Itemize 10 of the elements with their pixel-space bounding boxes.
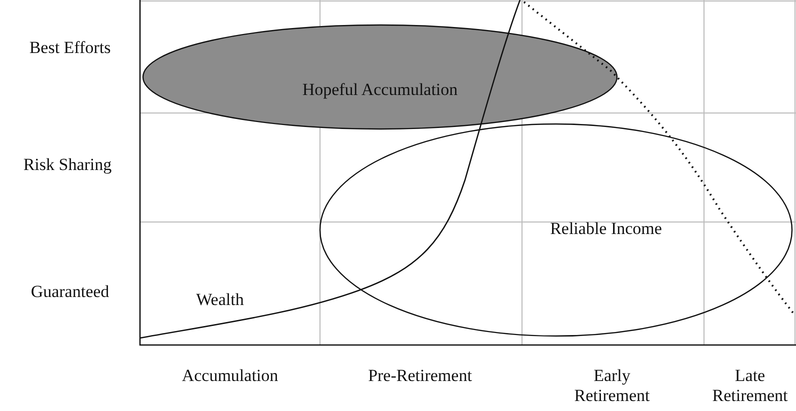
region-label: Reliable Income — [549, 219, 663, 239]
axis-label: Accumulation — [180, 366, 280, 386]
region-label: Hopeful Accumulation — [301, 80, 459, 100]
axis-label: Risk Sharing — [22, 155, 113, 175]
axis-label: Guaranteed — [30, 282, 110, 302]
axis-label: Best Efforts — [28, 38, 112, 58]
axis-label: Late Retirement — [711, 366, 789, 406]
axis-label: Pre-Retirement — [367, 366, 473, 386]
axis-label: Early Retirement — [573, 366, 651, 406]
curve-label: Wealth — [195, 290, 245, 310]
